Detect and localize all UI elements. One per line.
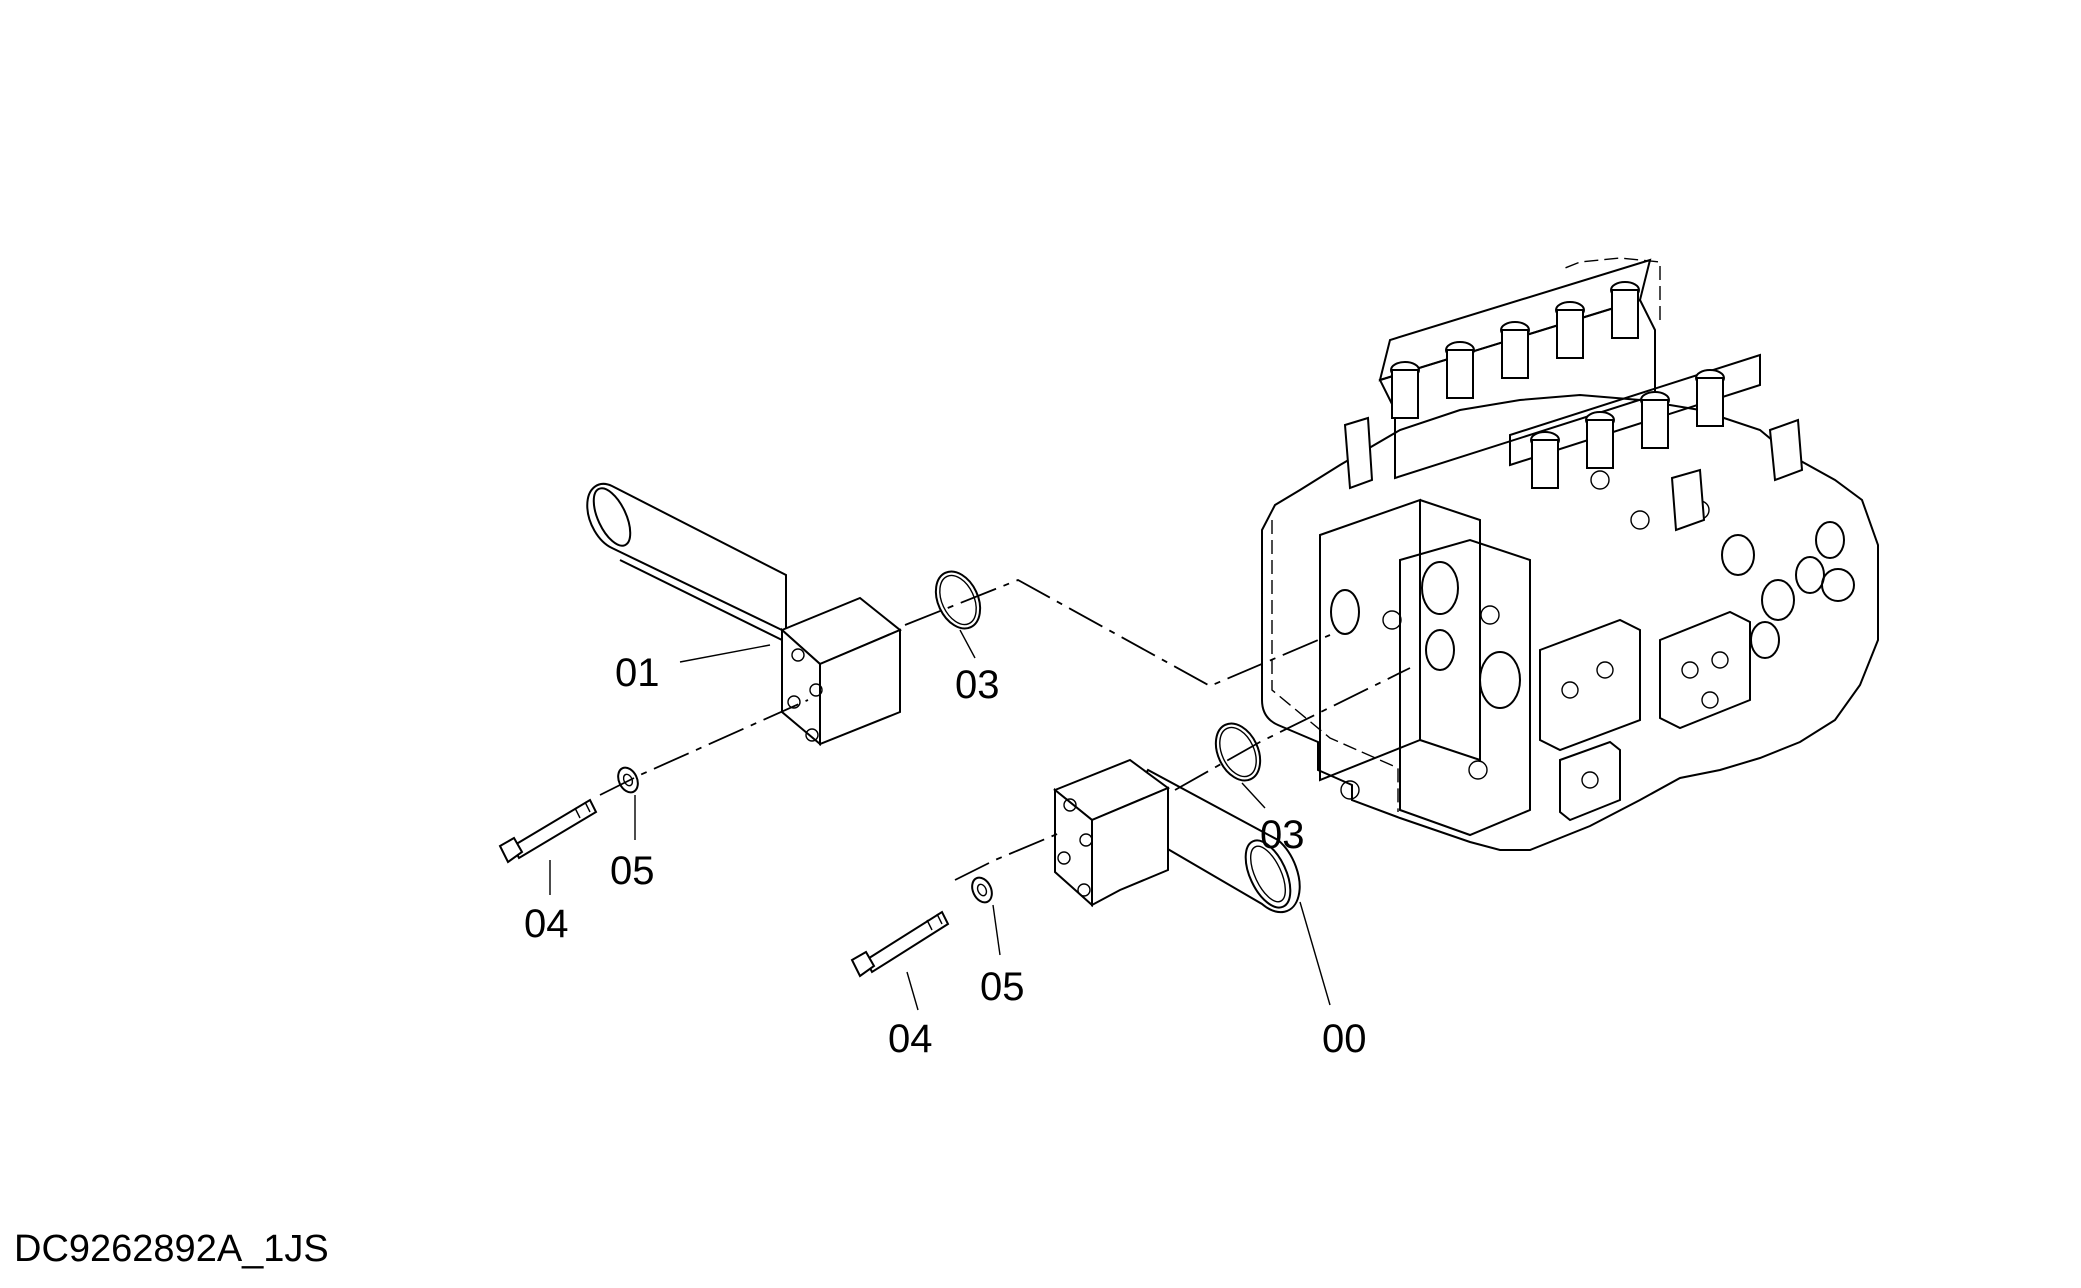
control-valve-assembly xyxy=(1261,257,1879,851)
callout-pipe-00: 00 xyxy=(1322,1017,1367,1061)
drawing-id: DC9262892A_1JS xyxy=(14,1228,329,1270)
leader-lines xyxy=(549,629,1331,1011)
callout-o-ring-upper: 03 xyxy=(955,663,1000,707)
pipe-00 xyxy=(1053,758,1301,914)
bolt-upper xyxy=(498,798,598,864)
pipe-01 xyxy=(586,482,902,747)
callout-bolt-upper: 04 xyxy=(524,902,569,946)
o-ring-upper xyxy=(934,570,982,630)
spool-cap-row-2 xyxy=(1530,369,1725,489)
callout-pipe-01: 01 xyxy=(615,651,660,695)
o-ring-lower xyxy=(1214,722,1262,782)
callout-o-ring-lower: 03 xyxy=(1260,813,1305,857)
bolt-lower xyxy=(850,910,950,978)
callout-washer-lower: 05 xyxy=(980,965,1025,1009)
washer-lower xyxy=(971,876,993,904)
callout-bolt-lower: 04 xyxy=(888,1017,933,1061)
callout-washer-upper: 05 xyxy=(610,849,655,893)
assembly-centerlines xyxy=(599,579,1411,881)
spool-cap-row-1 xyxy=(1390,281,1640,419)
